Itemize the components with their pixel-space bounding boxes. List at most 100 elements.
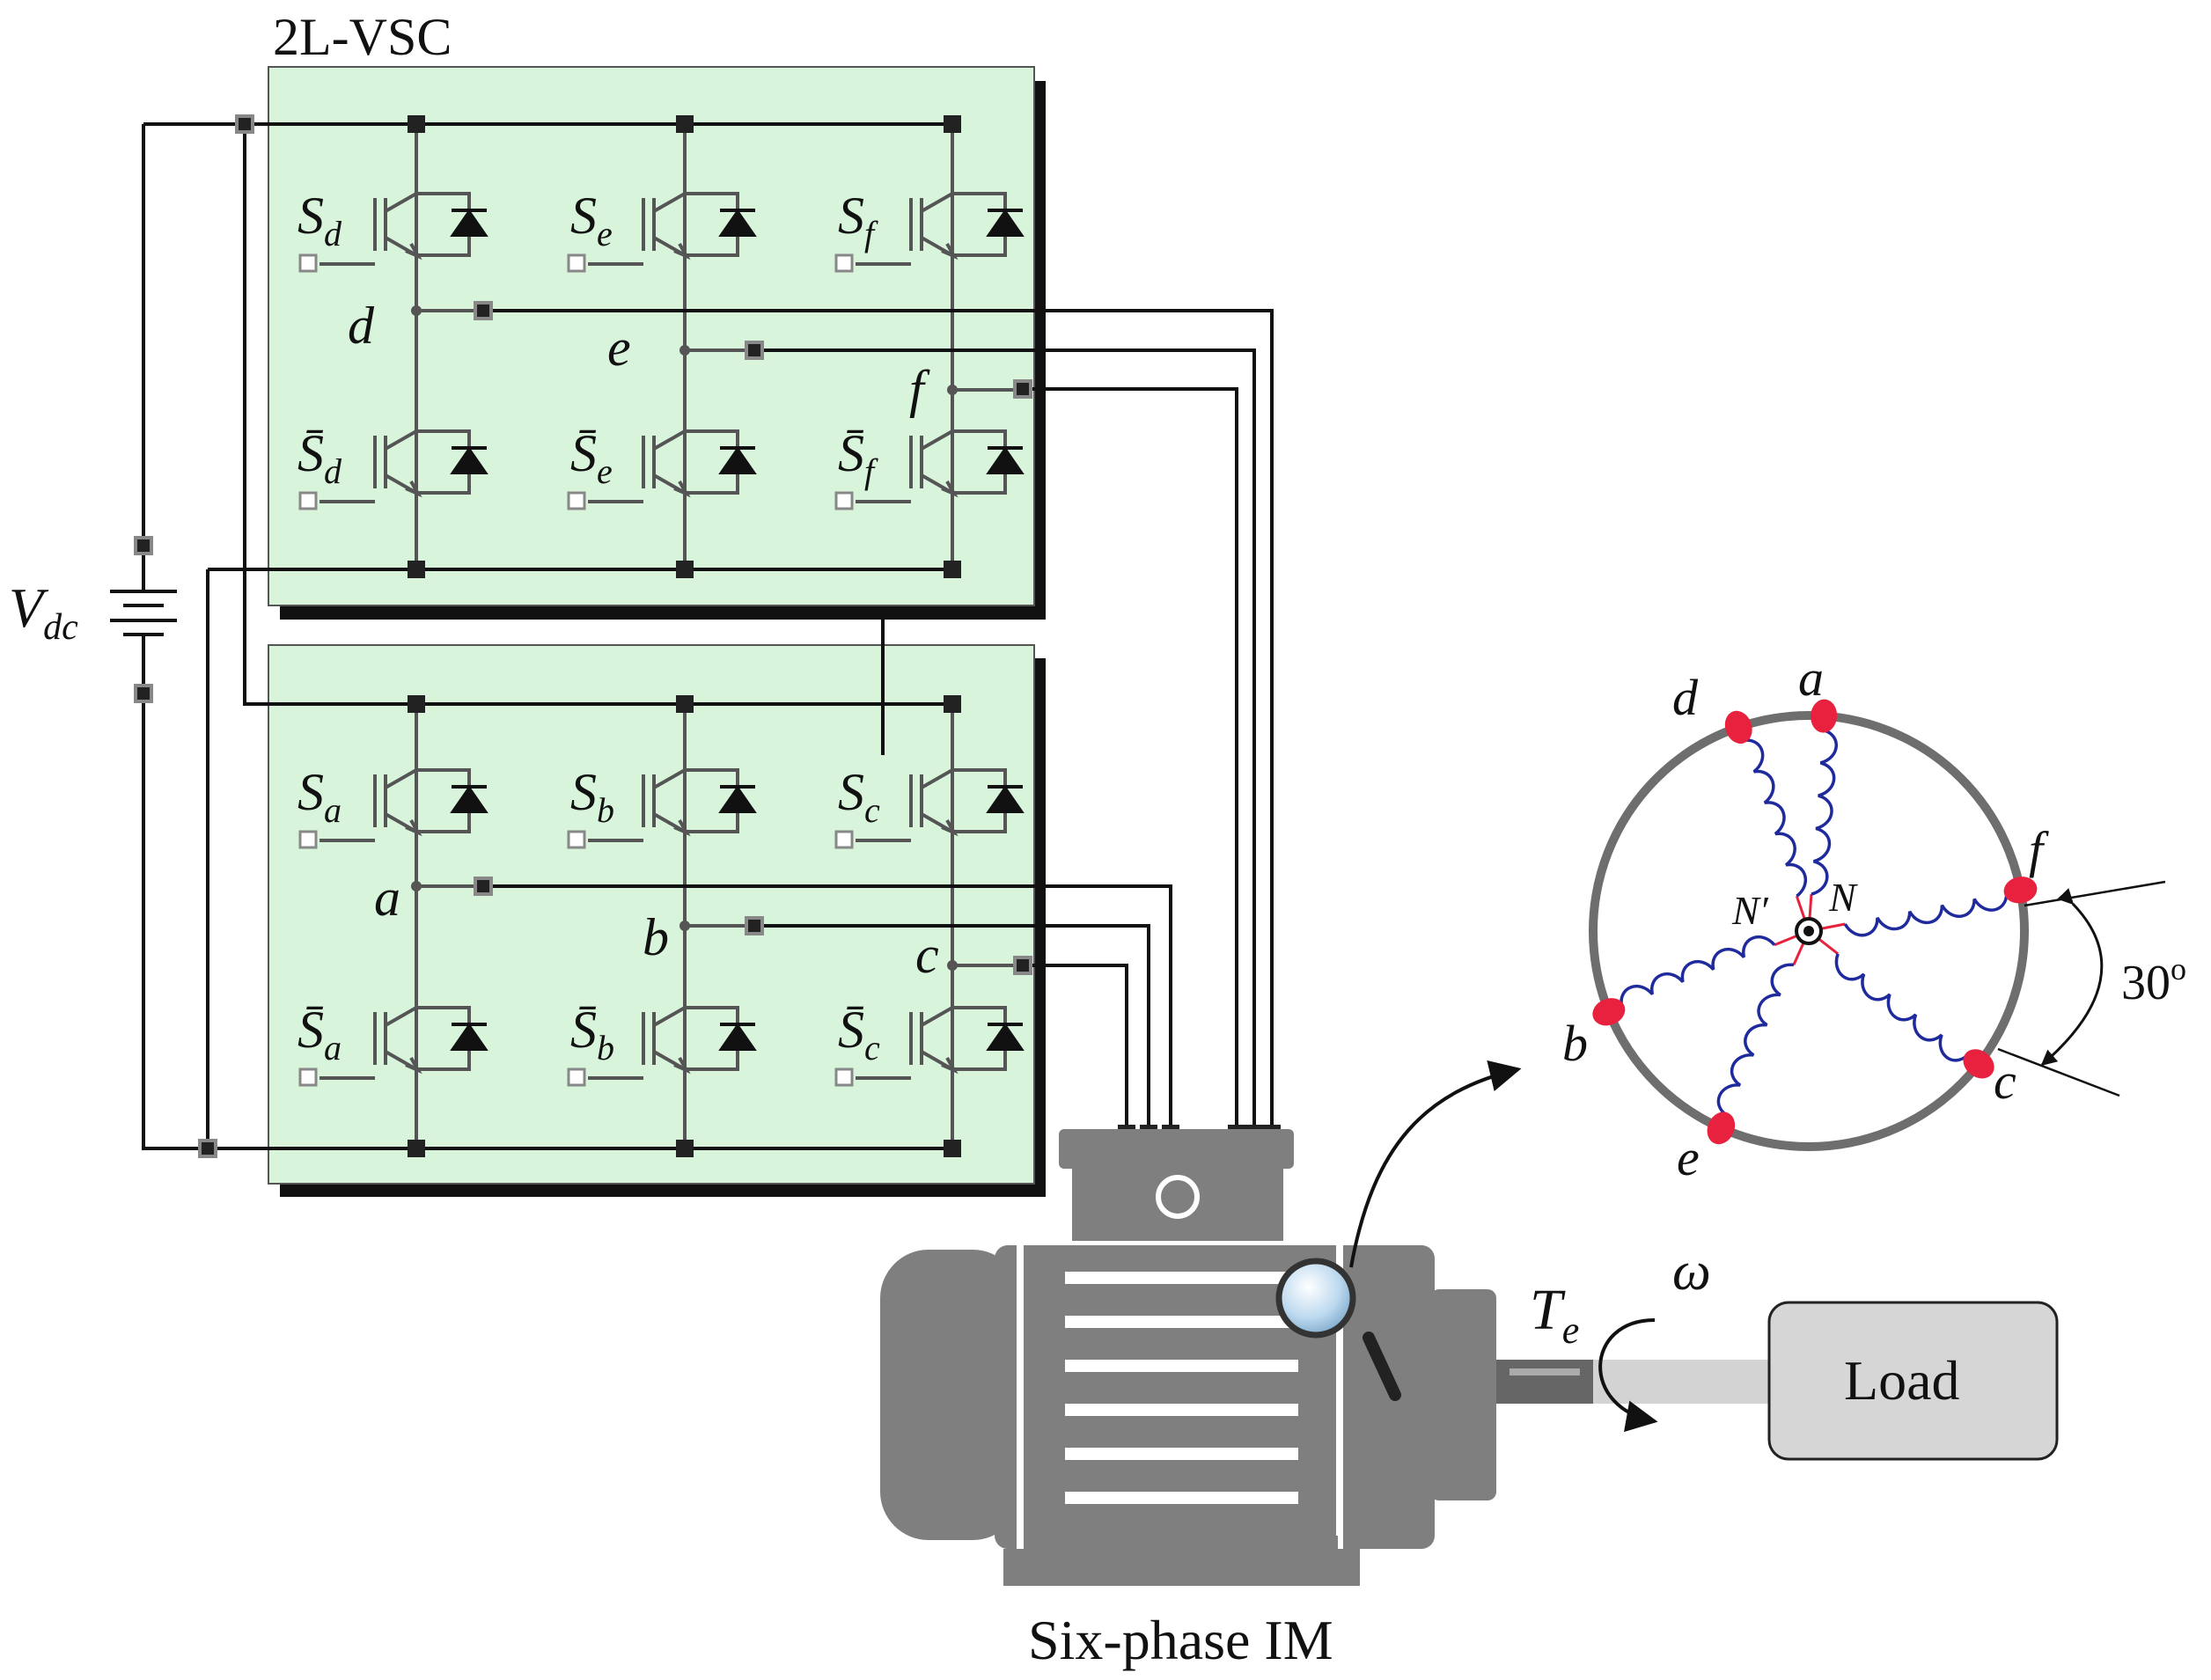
connector-square (134, 684, 153, 703)
igbt-switch (834, 414, 1025, 510)
phase-node-labels: d e f a b c (348, 297, 939, 984)
terminal-label-d: d (1672, 669, 1699, 726)
connector-square (408, 561, 425, 578)
coil-a (1811, 715, 1838, 896)
terminal-label-e: e (1677, 1129, 1700, 1186)
upper-inverter-panel (268, 66, 1046, 620)
connector-square (676, 695, 694, 713)
phase-output-wires (483, 309, 1274, 1133)
connector-square (408, 695, 425, 713)
connector-square (676, 561, 694, 578)
terminal-dot-e (1707, 1111, 1736, 1145)
terminal-dot-b (1592, 998, 1626, 1026)
igbt-switch (834, 176, 1025, 273)
terminal-dot-d (1724, 710, 1752, 744)
load-label: Load (1844, 1349, 1960, 1412)
igbt-switch (567, 414, 757, 510)
switch-legs (298, 124, 1025, 1148)
switch-label-sa: Sa (297, 763, 342, 830)
dc-battery (110, 546, 177, 693)
load-box (1767, 1301, 2059, 1461)
switch-label-se: Se (570, 187, 613, 253)
rotation-arrow (1598, 1318, 1658, 1433)
node-label-a: a (374, 869, 400, 927)
igbt-switch (834, 752, 1025, 849)
switch-label-se-bar: S̄e (570, 424, 613, 491)
dc-bus-wiring (142, 122, 956, 1150)
stator-winding-detail: N N′ a d f b c e 30o (1562, 649, 2186, 1186)
cooling-fins (1065, 1272, 1298, 1504)
connector-square (235, 114, 254, 134)
zoom-arrow (1349, 1060, 1522, 1268)
connector-square (944, 561, 961, 578)
motor-eyebolt (1156, 1175, 1200, 1219)
switch-label-sd-bar: S̄d (297, 424, 342, 491)
motor-terminal-box (1059, 1129, 1294, 1169)
igbt-switch (298, 752, 488, 849)
speed-label: ω (1672, 1242, 1711, 1302)
connector-square (134, 536, 153, 555)
switch-label-sb-bar: S̄b (570, 1001, 614, 1067)
switch-label-sa-bar: S̄a (297, 1001, 342, 1067)
motor-label: Six-phase IM (1028, 1609, 1333, 1671)
connector-square (198, 1139, 217, 1158)
coil-c (1834, 953, 1980, 1066)
connector-square (1013, 379, 1032, 399)
neutral-label-n-prime: N′ (1731, 888, 1769, 933)
node-label-e: e (607, 319, 631, 377)
connector-square (408, 115, 425, 133)
terminal-dot-f (2003, 877, 2038, 904)
motor-base (1003, 1549, 1360, 1586)
igbt-switch (298, 176, 488, 273)
connector-square (1013, 956, 1032, 975)
igbt-switch (834, 990, 1025, 1087)
terminal-label-b: b (1562, 1015, 1588, 1072)
inverter-title: 2L-VSC (273, 8, 452, 66)
connector-square (745, 341, 764, 360)
terminal-label-a: a (1798, 649, 1824, 707)
connector-square (944, 1140, 961, 1157)
angle-label: 30o (2121, 951, 2186, 1010)
igbt-switch (298, 414, 488, 510)
coil-b (1608, 935, 1776, 1014)
stator-ring (1589, 711, 2029, 1151)
coil-f (1843, 888, 2021, 937)
igbt-switch (298, 990, 488, 1087)
connector-square (474, 877, 493, 896)
coil-d (1737, 726, 1807, 898)
phase-coils (1608, 715, 2021, 1129)
node-label-b: b (643, 908, 669, 966)
connector-square (944, 695, 961, 713)
angle-arc (2040, 888, 2104, 1067)
switch-label-sc-bar: S̄c (838, 1001, 880, 1067)
winding-terminals (1592, 699, 2038, 1145)
magnifier-icon (1275, 1258, 1401, 1401)
connector-square (944, 115, 961, 133)
switch-label-sb: Sb (570, 763, 614, 830)
connector-square (408, 1140, 425, 1157)
six-phase-motor (880, 1129, 1496, 1586)
terminal-label-f: f (2029, 821, 2049, 878)
terminal-dot-a (1811, 699, 1838, 733)
node-label-c: c (915, 926, 939, 984)
motor-shaft (1496, 1360, 1787, 1404)
terminal-label-c: c (1994, 1053, 2016, 1110)
connector-square (745, 916, 764, 935)
connector-square (676, 115, 694, 133)
igbt-switch (567, 990, 757, 1087)
connector-square (676, 1140, 694, 1157)
node-label-d: d (348, 297, 375, 355)
neutral-label-n: N (1828, 875, 1858, 920)
switch-label-sd: Sd (297, 187, 342, 253)
coil-e (1716, 963, 1795, 1129)
igbt-switch (567, 752, 757, 849)
switch-label-sc: Sc (838, 763, 880, 830)
igbt-switch (567, 176, 757, 273)
terminal-dot-c (1963, 1049, 1994, 1079)
dc-voltage-label: Vdc (9, 576, 78, 648)
motor-rear-cap (880, 1250, 1021, 1540)
torque-label: Te (1530, 1278, 1579, 1352)
connector-square (474, 301, 493, 320)
motor-front-bearing (1430, 1289, 1496, 1500)
